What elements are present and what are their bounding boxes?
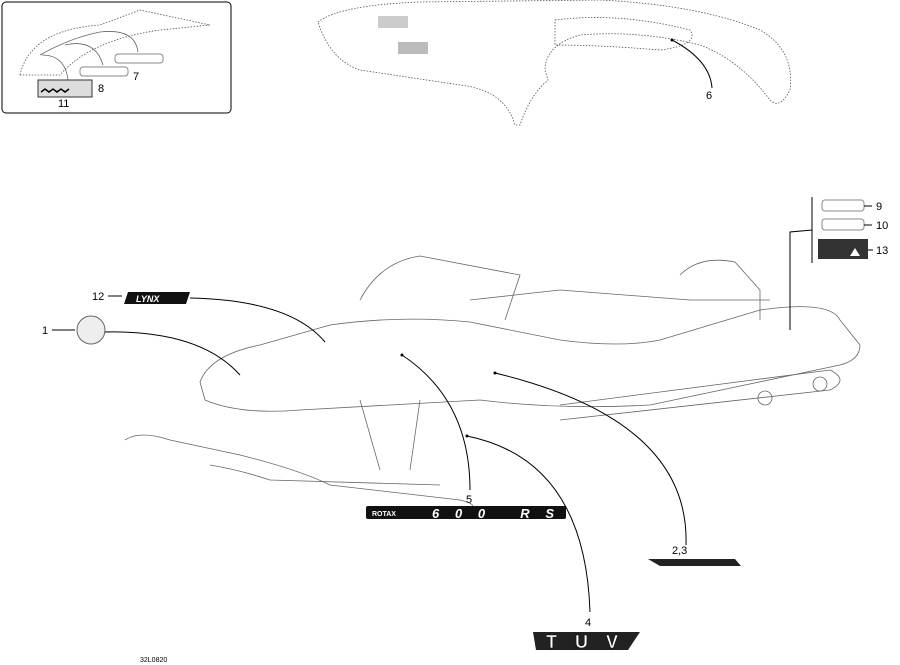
callout-5: 5 bbox=[466, 494, 472, 506]
lynx-decal-callout: 12 LYNX bbox=[92, 291, 326, 343]
callout-6: 6 bbox=[706, 90, 712, 102]
callout-1: 1 bbox=[42, 325, 48, 337]
drawing-code: 32L0820 bbox=[140, 657, 167, 664]
callout-2-3: 2,3 bbox=[672, 545, 687, 557]
callout-7: 7 bbox=[133, 71, 139, 83]
side-decal-callout: 2,3 bbox=[493, 371, 741, 566]
hood-assembly: 6 bbox=[317, 0, 792, 126]
decal-8 bbox=[79, 66, 129, 77]
rack-decal-panel: 9 10 13 bbox=[789, 197, 888, 330]
callout-11: 11 bbox=[58, 98, 69, 110]
callout-4: 4 bbox=[585, 617, 591, 629]
lynx-decal-text: LYNX bbox=[136, 294, 160, 304]
rotax-brand-text: ROTAX bbox=[372, 511, 396, 518]
callout-8: 8 bbox=[98, 83, 104, 95]
rotax-decal-callout: 5 ROTAX 600 RS bbox=[366, 353, 566, 521]
decal-7 bbox=[114, 53, 164, 64]
decal-11 bbox=[37, 79, 93, 98]
round-decal-callout: 1 bbox=[42, 315, 241, 376]
snowmobile-drawing bbox=[124, 255, 861, 511]
callout-13: 13 bbox=[876, 245, 888, 257]
callout-9: 9 bbox=[876, 201, 882, 213]
callout-10: 10 bbox=[876, 220, 888, 232]
tuv-decal-callout: 4 TUV bbox=[465, 434, 640, 652]
callout-12: 12 bbox=[92, 291, 104, 303]
tuv-decal-text: TUV bbox=[546, 632, 618, 652]
inset-panel: 7 8 11 bbox=[1, 1, 232, 114]
